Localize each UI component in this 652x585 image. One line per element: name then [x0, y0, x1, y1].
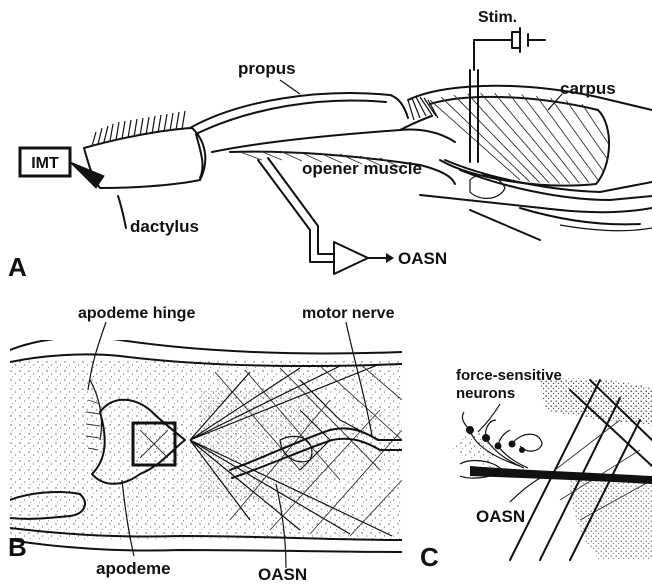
stim-label: Stim.	[478, 9, 517, 26]
neurons-pointer	[478, 404, 500, 432]
carpus-label: carpus	[560, 79, 616, 98]
propus-pointer	[280, 80, 300, 94]
propus-label: propus	[238, 59, 296, 78]
panel-b-letter: B	[8, 532, 27, 562]
oasn-pointer-c	[510, 478, 540, 502]
panel-a: IMT propus carpus Stim. opener muscle da…	[8, 9, 652, 282]
apodeme-label: apodeme	[96, 559, 171, 578]
panel-a-letter: A	[8, 252, 27, 282]
carpus-segment	[408, 86, 652, 240]
oasn-label-a: OASN	[398, 249, 447, 268]
oasn-nerve-c	[470, 466, 652, 484]
oasn-label-c: OASN	[476, 507, 525, 526]
dactylus-label: dactylus	[130, 217, 199, 236]
motor-nerve-label: motor nerve	[302, 305, 395, 322]
panel-c-letter: C	[420, 542, 439, 572]
panel-b: apodeme hinge motor nerve apodeme OASN B	[8, 305, 402, 584]
opener-muscle-label: opener muscle	[302, 159, 422, 178]
oasn-amplifier	[334, 242, 394, 274]
force-sensitive-label-2: neurons	[456, 385, 515, 402]
imt-box: IMT	[20, 148, 70, 176]
panel-c: force-sensitive neurons OASN C	[420, 367, 652, 572]
stim-electrode	[470, 28, 545, 162]
dactylus-segment	[70, 111, 205, 228]
apodeme-hinge-label: apodeme hinge	[78, 305, 195, 322]
oasn-label-b: OASN	[258, 565, 307, 584]
force-sensitive-label-1: force-sensitive	[456, 367, 562, 384]
imt-label: IMT	[31, 155, 59, 172]
